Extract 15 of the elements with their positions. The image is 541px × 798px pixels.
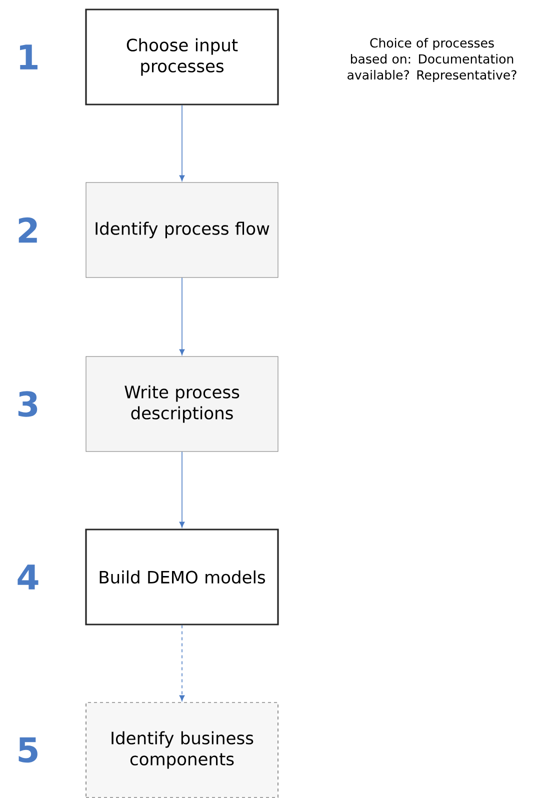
step-number: 1 — [20, 44, 38, 70]
process-box: Choose input processes — [85, 8, 279, 106]
process-box: Identify business components — [86, 702, 278, 798]
note: Choice of processes based on: Documentation available? Representative? — [348, 38, 516, 82]
arrow — [179, 624, 185, 702]
process-box: Build DEMO models — [85, 528, 279, 626]
step-number: 5 — [18, 737, 38, 763]
arrow — [179, 451, 185, 528]
step-number: 3 — [18, 391, 38, 417]
step-number: 2 — [18, 217, 37, 243]
process-box: Write process descriptions — [86, 356, 278, 452]
arrow — [179, 104, 185, 182]
step-number: 4 — [18, 564, 38, 590]
arrow — [179, 277, 185, 356]
process-box: Identify process flow — [86, 182, 278, 278]
